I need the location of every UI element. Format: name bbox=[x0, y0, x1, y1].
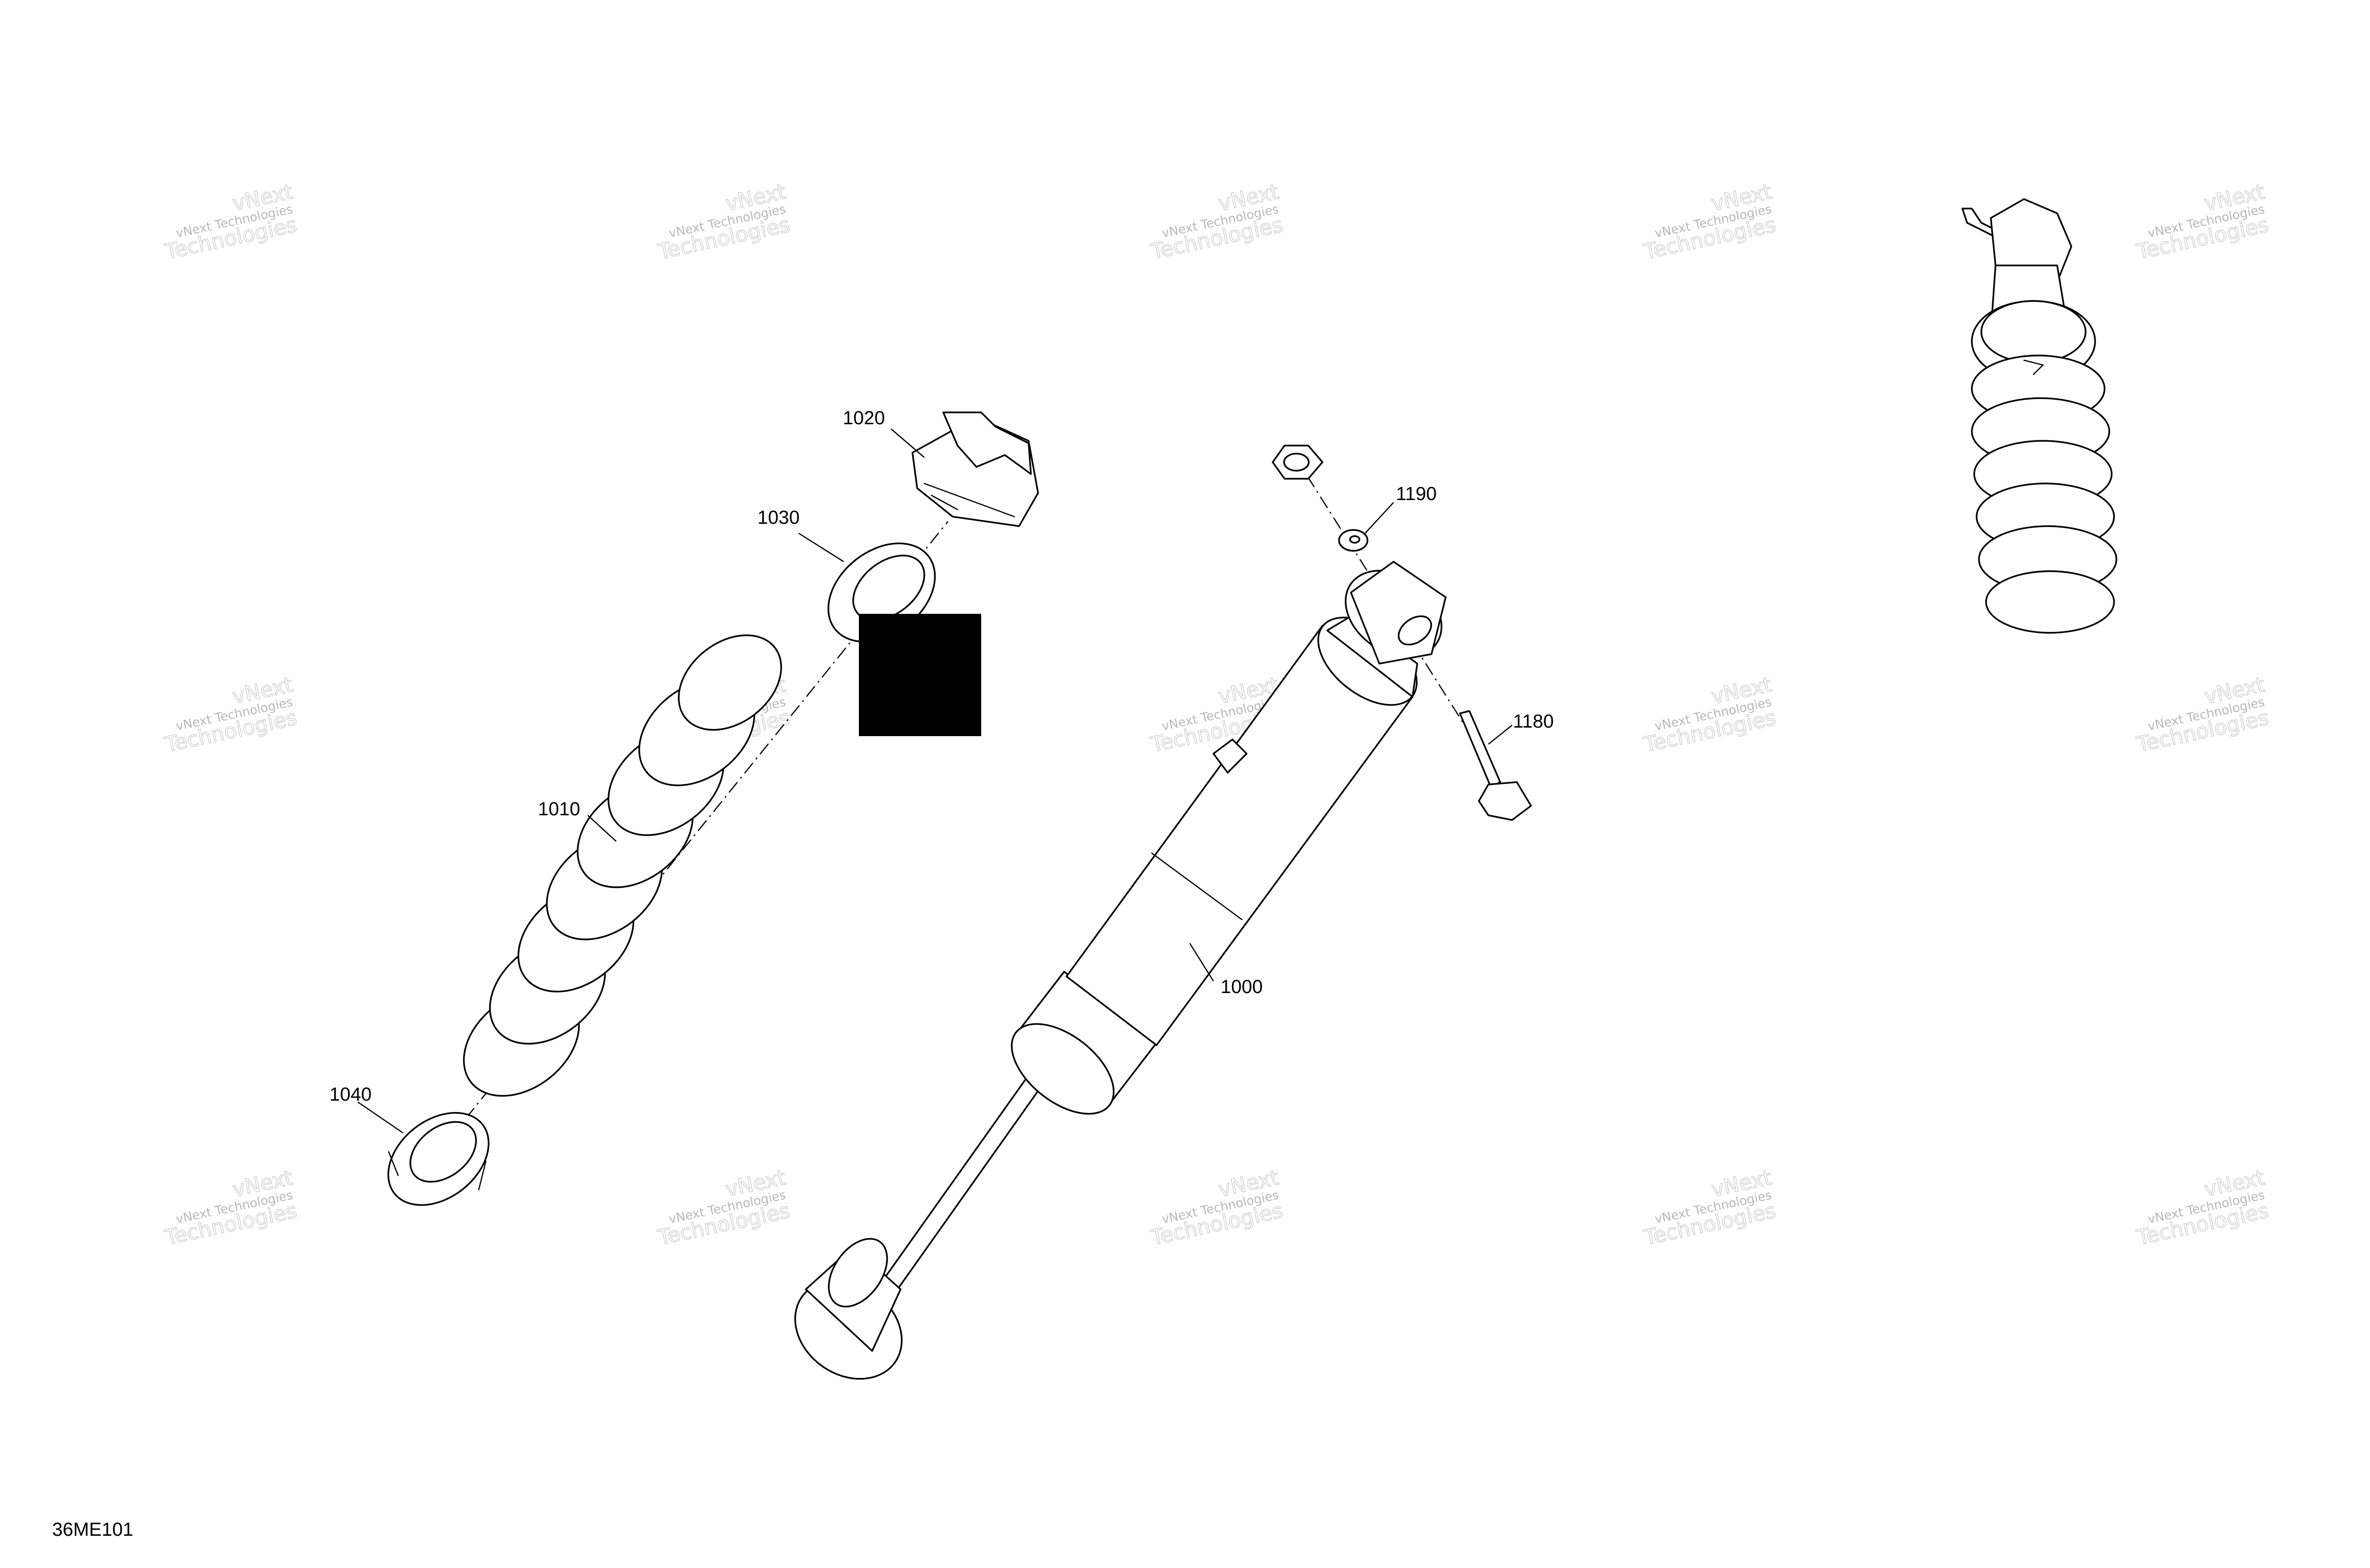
lower-eye-mount bbox=[794, 1238, 903, 1380]
upper-eye-mount bbox=[1345, 561, 1447, 665]
callout-1180: 1180 bbox=[1513, 711, 1554, 732]
coil-spring bbox=[463, 634, 782, 1097]
shock-absorber bbox=[794, 455, 1466, 1380]
redaction-block bbox=[859, 614, 981, 736]
callout-1040: 1040 bbox=[329, 1084, 372, 1105]
callout-1190: 1190 bbox=[1396, 483, 1437, 504]
spring-assembly bbox=[387, 411, 1039, 1206]
flange-nut bbox=[1272, 445, 1323, 480]
lower-spring-seat bbox=[387, 1112, 490, 1206]
washer bbox=[1338, 529, 1368, 552]
bolt bbox=[1459, 710, 1532, 821]
callout-labels: 1020 1030 1010 1040 1190 1180 1000 bbox=[329, 408, 1554, 1105]
callout-1010: 1010 bbox=[538, 799, 580, 820]
assembled-shock-thumbnail bbox=[1961, 198, 2117, 634]
callout-1020: 1020 bbox=[843, 408, 885, 428]
callout-1030: 1030 bbox=[757, 507, 800, 528]
diagram-reference-code: 36ME101 bbox=[52, 1519, 133, 1540]
callout-leaders bbox=[357, 428, 1513, 1134]
callout-1000: 1000 bbox=[1221, 976, 1263, 997]
upper-spring-seat bbox=[912, 411, 1039, 527]
